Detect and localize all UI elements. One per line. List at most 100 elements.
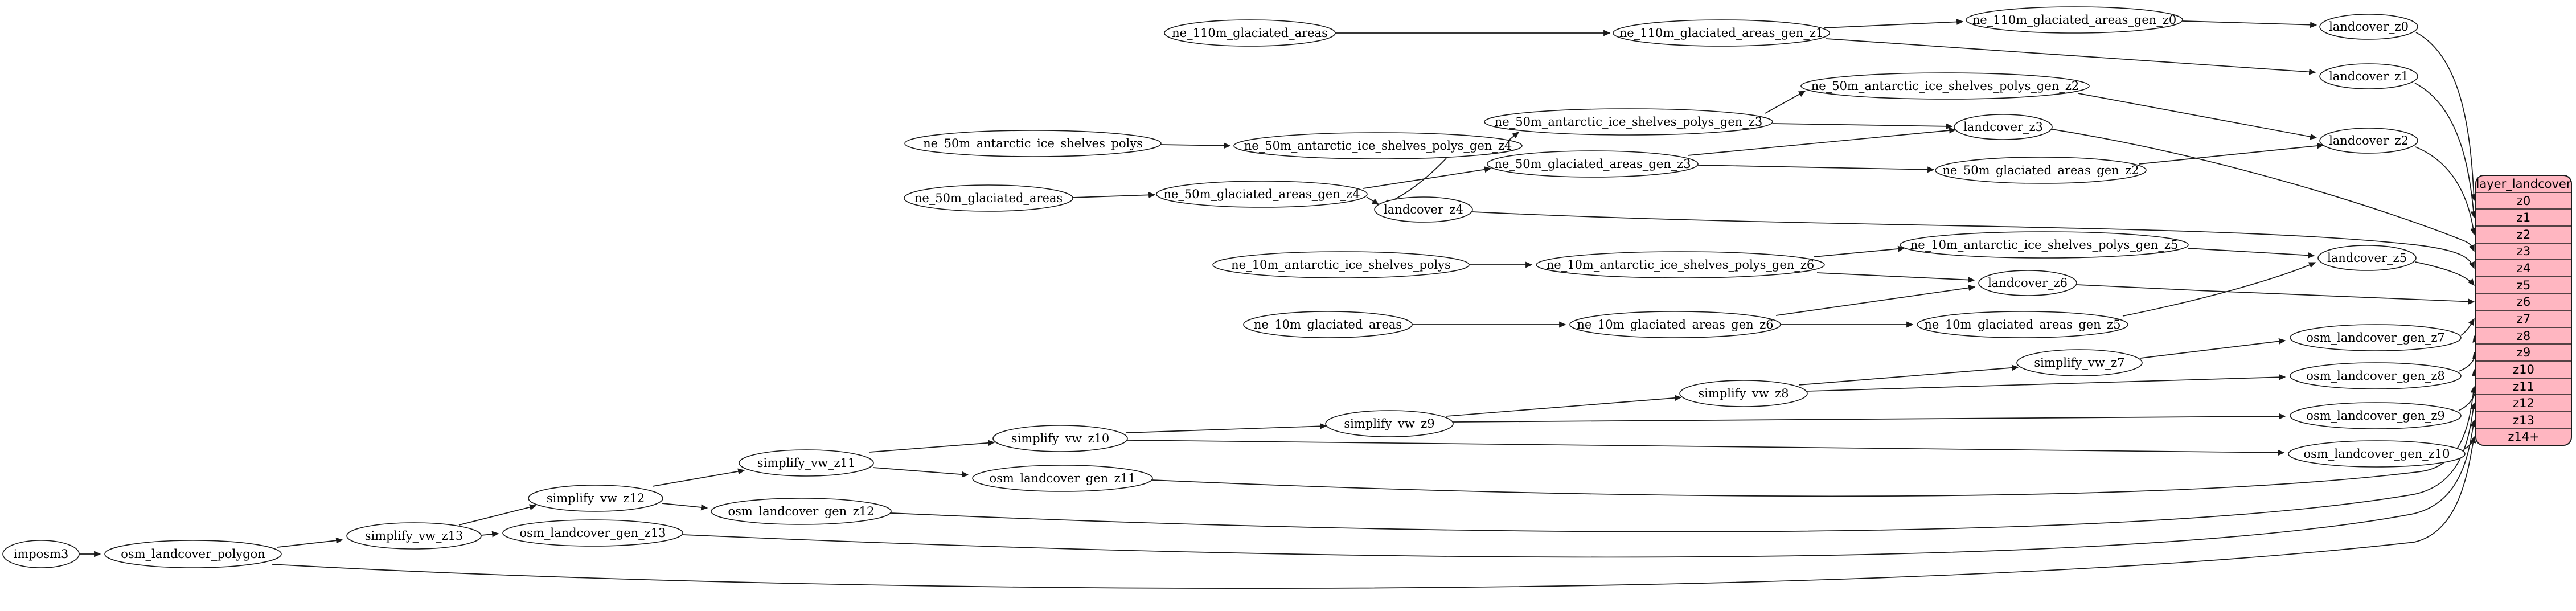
node-landcover-z0-label: landcover_z0 xyxy=(2329,20,2409,34)
node-simplify-vw-z13-shape xyxy=(346,522,482,550)
node-ne-110m-glaciated-areas-label: ne_110m_glaciated_areas xyxy=(1172,26,1328,40)
edge xyxy=(682,419,2476,558)
node-ne-10m-glaciated-areas: ne_10m_glaciated_areas xyxy=(1243,311,1413,338)
node-landcover-z6-shape xyxy=(1978,270,2077,296)
node-simplify-vw-z9-label: simplify_vw_z9 xyxy=(1344,417,1434,430)
layer-row-z9: z9 xyxy=(2517,346,2530,359)
node-imposm3-shape xyxy=(2,540,80,568)
node-osm-landcover-gen-z10-shape xyxy=(2288,440,2466,468)
edge xyxy=(891,402,2476,532)
node-ne-50m-antarctic-ice-shelves-polys-gen-z3-label: ne_50m_antarctic_ice_shelves_polys_gen_z… xyxy=(1495,115,1763,129)
node-simplify-vw-z10: simplify_vw_z10 xyxy=(992,425,1128,452)
layer-row-z13: z13 xyxy=(2513,413,2534,427)
node-landcover-z4: landcover_z4 xyxy=(1374,196,1473,223)
node-ne-50m-antarctic-ice-shelves-polys-gen-z3: ne_50m_antarctic_ice_shelves_polys_gen_z… xyxy=(1484,108,1773,136)
node-ne-10m-glaciated-areas-gen-z5: ne_10m_glaciated_areas_gen_z5 xyxy=(1917,311,2128,338)
node-landcover-z5: landcover_z5 xyxy=(2317,245,2417,271)
layer-landcover-table: layer_landcover z0 z1 z2 z3 z4 z5 z6 z7 … xyxy=(2475,175,2572,446)
edge xyxy=(2458,351,2479,411)
edge xyxy=(1160,142,1231,149)
node-ne-10m-glaciated-areas-gen-z5-shape xyxy=(1917,311,2128,338)
node-ne-10m-antarctic-ice-shelves-polys-gen-z6-label: ne_10m_antarctic_ice_shelves_polys_gen_z… xyxy=(1547,258,1815,272)
node-landcover-z5-shape xyxy=(2317,245,2417,271)
edge xyxy=(1816,272,1975,283)
node-ne-50m-glaciated-areas-gen-z3-label: ne_50m_glaciated_areas_gen_z3 xyxy=(1494,157,1691,171)
node-osm-landcover-gen-z9-label: osm_landcover_gen_z9 xyxy=(2306,409,2445,423)
node-ne-110m-glaciated-areas-gen-z0: ne_110m_glaciated_areas_gen_z0 xyxy=(1966,6,2183,34)
edge xyxy=(1806,374,2286,392)
edge xyxy=(2052,129,2475,252)
node-osm-landcover-gen-z9-shape xyxy=(2290,402,2462,429)
edge xyxy=(1152,386,2477,497)
node-ne-10m-glaciated-areas-gen-z6-label: ne_10m_glaciated_areas_gen_z6 xyxy=(1577,318,1773,331)
edge xyxy=(2415,146,2476,236)
node-imposm3-label: imposm3 xyxy=(14,547,69,561)
node-ne-10m-antarctic-ice-shelves-polys-gen-z5: ne_10m_antarctic_ice_shelves_polys_gen_z… xyxy=(1900,231,2189,259)
node-ne-50m-glaciated-areas-shape xyxy=(904,184,1073,212)
node-ne-110m-glaciated-areas: ne_110m_glaciated_areas xyxy=(1164,19,1336,47)
edge xyxy=(1772,123,1953,130)
node-landcover-z2-shape xyxy=(2319,128,2418,154)
node-osm-landcover-gen-z12-label: osm_landcover_gen_z12 xyxy=(728,505,875,518)
edge xyxy=(2183,20,2317,28)
node-imposm3: imposm3 xyxy=(2,540,80,568)
node-osm-landcover-gen-z12: osm_landcover_gen_z12 xyxy=(711,498,892,525)
node-osm-landcover-gen-z7-label: osm_landcover_gen_z7 xyxy=(2306,331,2445,345)
node-ne-50m-antarctic-ice-shelves-polys: ne_50m_antarctic_ice_shelves_polys xyxy=(904,130,1162,157)
node-ne-50m-antarctic-ice-shelves-polys-gen-z2-label: ne_50m_antarctic_ice_shelves_polys_gen_z… xyxy=(1811,79,2079,93)
node-simplify-vw-z11-shape xyxy=(739,449,874,477)
layer-row-z3: z3 xyxy=(2517,244,2530,258)
edge xyxy=(2140,338,2286,359)
node-ne-10m-antarctic-ice-shelves-polys-gen-z6-shape xyxy=(1536,251,1825,278)
layer-row-z1: z1 xyxy=(2517,211,2530,224)
node-osm-landcover-gen-z8: osm_landcover_gen_z8 xyxy=(2290,362,2462,389)
node-ne-110m-glaciated-areas-gen-z1-shape xyxy=(1613,19,1830,47)
node-landcover-z3: landcover_z3 xyxy=(1954,114,2053,140)
node-ne-50m-glaciated-areas-gen-z2-shape xyxy=(1935,157,2147,184)
edge xyxy=(2414,83,2477,219)
edge xyxy=(1453,413,2286,423)
edge xyxy=(869,440,995,453)
node-ne-50m-antarctic-ice-shelves-polys-gen-z2-shape xyxy=(1800,72,2090,100)
node-landcover-z0: landcover_z0 xyxy=(2319,14,2418,40)
edge xyxy=(1765,91,1806,114)
node-osm-landcover-gen-z13: osm_landcover_gen_z13 xyxy=(502,519,683,547)
node-osm-landcover-polygon: osm_landcover_polygon xyxy=(104,540,282,568)
layer-row-z11: z11 xyxy=(2513,380,2534,393)
edge xyxy=(1366,196,1380,205)
layer-row-z10: z10 xyxy=(2513,363,2534,376)
node-ne-50m-antarctic-ice-shelves-polys-label: ne_50m_antarctic_ice_shelves_polys xyxy=(923,137,1143,150)
edge xyxy=(2415,261,2475,286)
node-osm-landcover-gen-z11-label: osm_landcover_gen_z11 xyxy=(990,471,1136,485)
node-simplify-vw-z10-shape xyxy=(992,425,1128,452)
node-simplify-vw-z8-label: simplify_vw_z8 xyxy=(1698,387,1789,400)
node-ne-110m-glaciated-areas-gen-z0-shape xyxy=(1966,6,2183,34)
node-osm-landcover-polygon-shape xyxy=(104,540,282,568)
node-ne-10m-antarctic-ice-shelves-polys-label: ne_10m_antarctic_ice_shelves_polys xyxy=(1231,258,1451,272)
node-osm-landcover-gen-z13-shape xyxy=(502,519,683,547)
edge xyxy=(1127,440,2285,456)
edge xyxy=(2187,248,2315,259)
edge-layer xyxy=(79,19,2480,589)
node-simplify-vw-z12: simplify_vw_z12 xyxy=(528,485,663,512)
node-ne-110m-glaciated-areas-gen-z1-label: ne_110m_glaciated_areas_gen_z1 xyxy=(1619,26,1824,40)
node-ne-50m-glaciated-areas-gen-z2: ne_50m_glaciated_areas_gen_z2 xyxy=(1935,157,2147,184)
node-ne-10m-glaciated-areas-gen-z6-shape xyxy=(1569,311,1781,338)
node-osm-landcover-gen-z7: osm_landcover_gen_z7 xyxy=(2290,324,2462,351)
edge xyxy=(458,504,537,526)
node-simplify-vw-z10-label: simplify_vw_z10 xyxy=(1011,432,1110,445)
layer-row-z8: z8 xyxy=(2517,329,2530,343)
node-landcover-z1: landcover_z1 xyxy=(2319,63,2418,89)
edge xyxy=(277,537,343,548)
node-ne-50m-antarctic-ice-shelves-polys-gen-z4-label: ne_50m_antarctic_ice_shelves_polys_gen_z… xyxy=(1244,139,1512,153)
node-osm-landcover-gen-z11: osm_landcover_gen_z11 xyxy=(972,465,1153,492)
node-ne-10m-antarctic-ice-shelves-polys-gen-z5-shape xyxy=(1900,231,2189,259)
node-osm-landcover-gen-z10-label: osm_landcover_gen_z10 xyxy=(2304,447,2450,461)
node-ne-50m-glaciated-areas-gen-z3-shape xyxy=(1487,150,1699,178)
node-landcover-z6: landcover_z6 xyxy=(1978,270,2077,296)
node-ne-110m-glaciated-areas-gen-z0-label: ne_110m_glaciated_areas_gen_z0 xyxy=(1972,13,2177,27)
node-ne-10m-antarctic-ice-shelves-polys-gen-z5-label: ne_10m_antarctic_ice_shelves_polys_gen_z… xyxy=(1910,238,2179,252)
node-ne-10m-glaciated-areas-label: ne_10m_glaciated_areas xyxy=(1254,318,1402,331)
edge xyxy=(1363,166,1492,189)
node-ne-10m-antarctic-ice-shelves-polys-shape xyxy=(1212,251,1470,278)
